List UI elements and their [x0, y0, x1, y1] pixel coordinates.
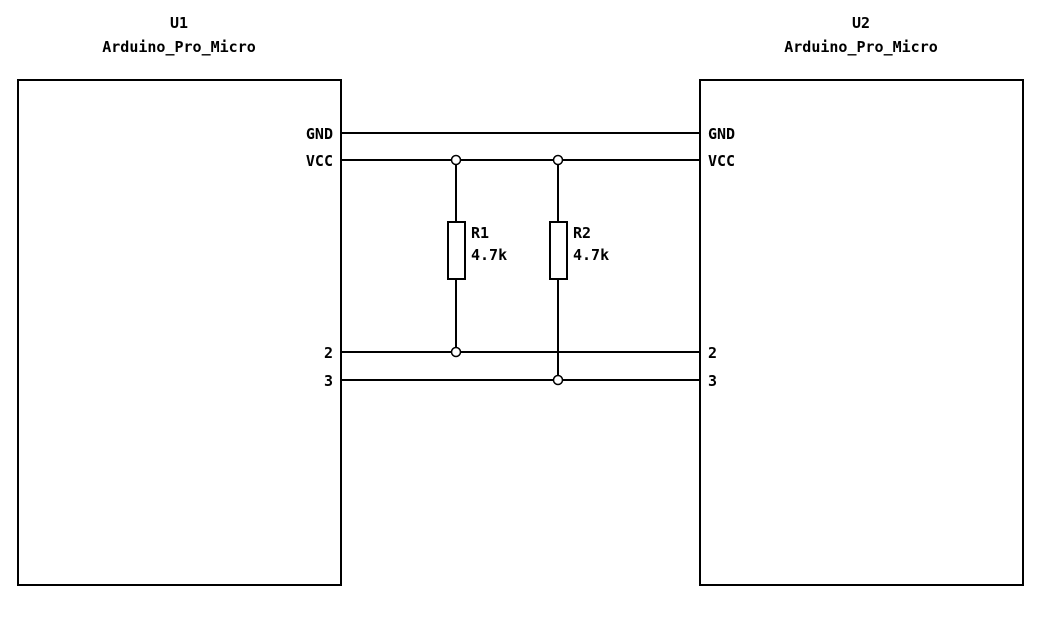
- u1-pin-vcc-label: VCC: [306, 152, 333, 170]
- u2-pin-vcc-label: VCC: [708, 152, 735, 170]
- junction-r2-pin3: [552, 374, 564, 386]
- wires: [341, 132, 700, 381]
- u2-pin-2-label: 2: [708, 344, 717, 362]
- component-u2-value: Arduino_Pro_Micro: [784, 38, 938, 56]
- component-u1-body: [17, 79, 342, 586]
- resistor-r2-ref: R2: [573, 224, 591, 242]
- junction-r1-pin2: [450, 346, 462, 358]
- u1-pin-gnd-label: GND: [306, 125, 333, 143]
- junctions: [450, 154, 564, 386]
- junction-r2-vcc: [552, 154, 564, 166]
- component-u2-body: [699, 79, 1024, 586]
- resistor-r2: R2 4.7k: [549, 221, 609, 280]
- component-u2: U2 Arduino_Pro_Micro GND VCC 2 3: [699, 14, 1024, 586]
- component-u2-ref: U2: [852, 14, 870, 32]
- resistor-r1-body: [447, 221, 466, 280]
- resistor-r1: R1 4.7k: [447, 221, 507, 280]
- component-u1-value: Arduino_Pro_Micro: [102, 38, 256, 56]
- resistor-r1-ref: R1: [471, 224, 489, 242]
- resistor-r2-body: [549, 221, 568, 280]
- component-u1: U1 Arduino_Pro_Micro GND VCC 2 3: [17, 14, 342, 586]
- resistor-r2-value: 4.7k: [573, 246, 609, 264]
- junction-r1-vcc: [450, 154, 462, 166]
- u1-pin-2-label: 2: [324, 344, 333, 362]
- u2-pin-gnd-label: GND: [708, 125, 735, 143]
- component-u1-ref: U1: [170, 14, 188, 32]
- resistor-r1-value: 4.7k: [471, 246, 507, 264]
- u2-pin-3-label: 3: [708, 372, 717, 390]
- u1-pin-3-label: 3: [324, 372, 333, 390]
